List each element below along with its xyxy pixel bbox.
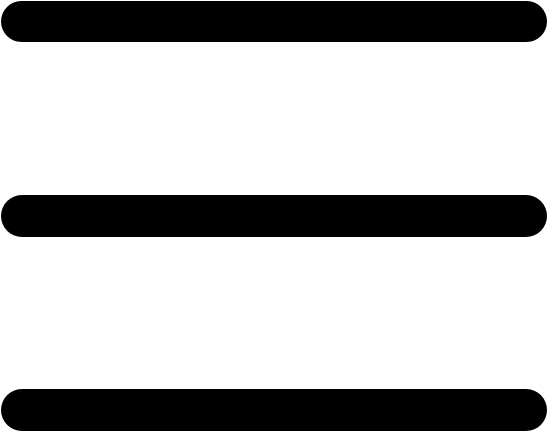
menu-bar-middle (1, 195, 547, 237)
menu-bar-bottom (1, 389, 547, 431)
menu-bar-top (1, 1, 547, 42)
